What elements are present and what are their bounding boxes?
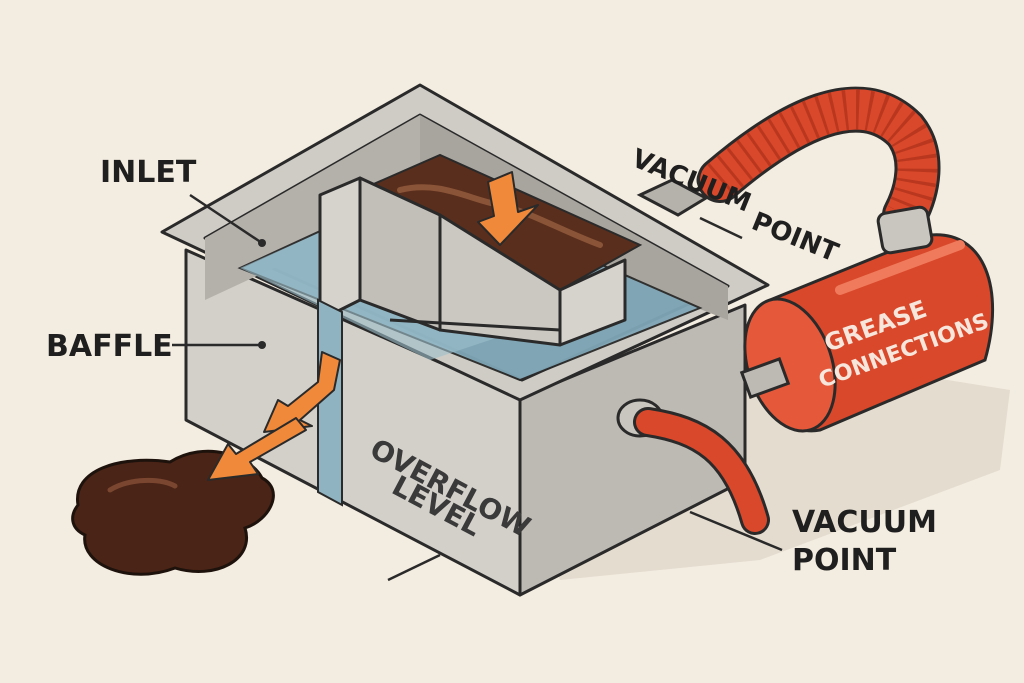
- overflow-leader: [387, 553, 441, 582]
- vacuum-top-label-line2: POINT: [747, 207, 842, 269]
- inflow-arrow-icon: [477, 171, 539, 246]
- baffle-label: BAFFLE: [46, 329, 173, 364]
- inlet-label: INLET: [100, 155, 197, 190]
- inner-back-wall-left: [205, 115, 420, 300]
- spill-arrow-icon: [207, 417, 307, 481]
- front-water-window: [317, 298, 343, 507]
- lower-hose-fill: [636, 410, 767, 532]
- inlet-leader-dot: [258, 239, 266, 247]
- vacuum-bottom-leader: [689, 510, 783, 552]
- tank-connector: [739, 357, 791, 399]
- inlet-leader: [189, 193, 263, 245]
- tank-collar: [876, 205, 934, 255]
- vacuum-top-leader: [699, 216, 743, 240]
- top-hose-ribs: [706, 89, 938, 225]
- grease-tank-shine: [835, 240, 965, 295]
- vacuum-bottom-label-line1: VACUUM: [792, 505, 937, 540]
- baffle-leader-dot: [258, 341, 266, 349]
- spill-highlight: [107, 477, 178, 493]
- divider-edge: [389, 318, 561, 332]
- divider-wall-side: [438, 213, 562, 347]
- vacuum-bottom-label-line2: POINT: [792, 543, 897, 578]
- baffle-wall-front: [318, 176, 362, 322]
